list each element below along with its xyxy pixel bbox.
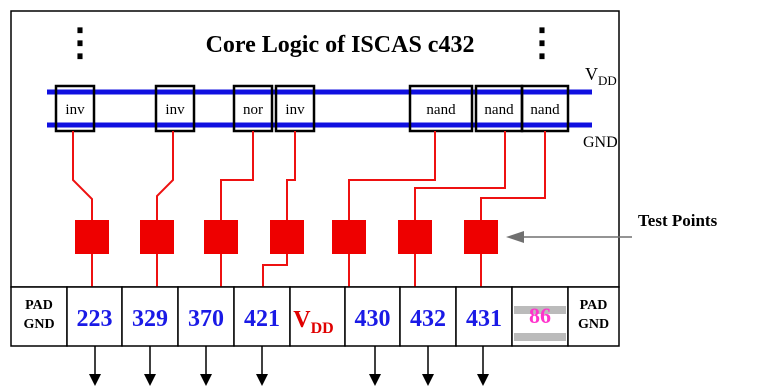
signal-wire: [156, 131, 174, 287]
test-point: [332, 220, 366, 254]
gate-label: nand: [484, 102, 514, 118]
gate-label: inv: [165, 102, 185, 118]
unused-pad-bar-top: [514, 306, 566, 314]
gate-cell-inv: [54, 84, 96, 133]
gate-label: nand: [530, 102, 560, 118]
signal-wire: [262, 131, 296, 287]
output-arrowhead: [144, 374, 156, 386]
pad-gnd-cell: [10, 286, 68, 347]
pad-label-top: PAD: [580, 298, 608, 313]
pin-number: 223: [77, 306, 113, 332]
signal-wire: [348, 131, 436, 287]
test-point: [398, 220, 432, 254]
gnd-rail-label: GND: [583, 134, 618, 151]
output-arrowhead: [200, 374, 212, 386]
gate-label: nand: [426, 102, 456, 118]
gate-label: inv: [285, 102, 305, 118]
pad-gnd-cell: [567, 286, 620, 347]
test-points-label: Test Points: [638, 211, 718, 230]
pin-pad-cell: [233, 286, 291, 347]
pin-pad-cell: [399, 286, 457, 347]
gate-cell-inv: [154, 84, 196, 133]
gate-label: nor: [243, 102, 263, 118]
unused-pad-bar-bottom: [514, 333, 566, 341]
test-point: [204, 220, 238, 254]
gate-label: inv: [65, 102, 85, 118]
output-arrowhead: [369, 374, 381, 386]
pad-label-top: PAD: [25, 298, 53, 313]
pin-pad-cell: [121, 286, 179, 347]
test-points-arrowhead: [506, 231, 524, 243]
output-arrowhead: [422, 374, 434, 386]
pin-number: 370: [188, 306, 224, 332]
pin-number: 432: [410, 306, 446, 332]
pin-pad-cell: [344, 286, 401, 347]
ellipsis-left: ⋮: [61, 22, 99, 64]
signal-wire: [220, 131, 254, 287]
ellipsis-right: ⋮: [523, 22, 561, 64]
pin-number: 329: [132, 306, 168, 332]
pin-number: 431: [466, 306, 502, 332]
vdd-rail-label: VDD: [585, 64, 617, 88]
pad-label-bottom: GND: [23, 317, 54, 332]
test-point: [140, 220, 174, 254]
signal-wire: [72, 131, 93, 287]
pin-number: 421: [244, 306, 280, 332]
vdd-pad-label: VDD: [293, 307, 333, 337]
pin-number: 430: [355, 306, 391, 332]
output-arrowhead: [477, 374, 489, 386]
signal-wire: [414, 131, 506, 287]
signal-wire: [480, 131, 546, 287]
test-point: [270, 220, 304, 254]
output-arrowhead: [89, 374, 101, 386]
test-point: [464, 220, 498, 254]
core-title: Core Logic of ISCAS c432: [206, 32, 475, 58]
gate-cell-nand: [408, 84, 474, 133]
pin-number-unused: 86: [529, 303, 551, 328]
pad-label-bottom: GND: [578, 317, 609, 332]
output-arrowhead: [256, 374, 268, 386]
test-point: [75, 220, 109, 254]
pin-pad-cell: [455, 286, 513, 347]
